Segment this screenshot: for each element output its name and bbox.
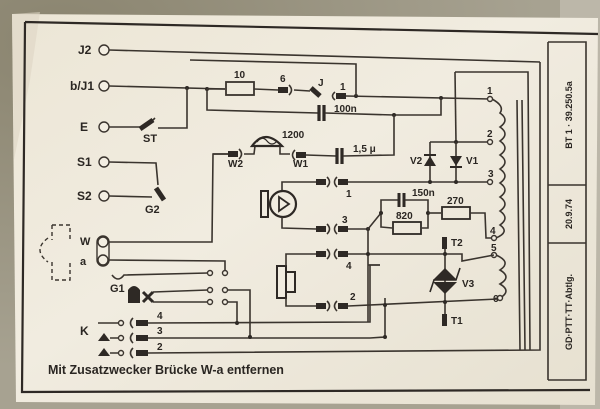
terminal-T2 <box>442 237 447 249</box>
resistor-820: 820 <box>392 211 422 235</box>
K-line-3-label: 3 <box>157 326 163 337</box>
resistor-10: 10 <box>207 70 255 96</box>
switch-G2-label: G2 <box>145 204 160 216</box>
capacitor-100n: 100n <box>317 104 357 121</box>
terminal-W-label: W <box>80 236 91 248</box>
capacitor-1-5u: 1,5 μ <box>335 144 376 164</box>
K-plugs <box>110 317 148 359</box>
T1-label: T1 <box>451 316 463 327</box>
date-label: 20.9.74 <box>564 199 574 229</box>
svg-text:270: 270 <box>447 196 464 207</box>
diode-V2: V2 <box>410 154 436 167</box>
receiver-plug-1-label: 1 <box>346 189 352 200</box>
terminal-S1: S1 <box>77 155 110 169</box>
terminal-E: E <box>80 120 110 134</box>
T2-label: T2 <box>451 238 463 249</box>
svg-text:E: E <box>80 120 88 134</box>
microphone-capsule <box>276 265 296 299</box>
plug-W1-label: W1 <box>293 159 308 170</box>
svg-text:820: 820 <box>396 211 413 222</box>
svg-text:10: 10 <box>234 70 246 81</box>
terminal-J2: J2 <box>78 43 110 57</box>
mic-plug-3-label: 3 <box>342 215 348 226</box>
svg-text:S2: S2 <box>77 189 92 203</box>
K-line-2-label: 2 <box>157 342 163 353</box>
drawing-number: BT 1 · 39.250.5a <box>564 80 574 149</box>
receiver-capsule <box>260 189 298 219</box>
svg-text:1200: 1200 <box>282 130 305 141</box>
svg-text:V2: V2 <box>410 156 423 167</box>
svg-text:S1: S1 <box>77 155 92 169</box>
svg-text:V1: V1 <box>466 156 479 167</box>
svg-text:J2: J2 <box>78 43 92 57</box>
tap-3: 3 <box>488 169 494 180</box>
title-block: BT 1 · 39.250.5a 20.9.74 GD·PTT·TT·Abtlg… <box>547 41 587 381</box>
ringer-1200: 1200 <box>249 130 305 148</box>
resistor-270: 270 <box>441 196 471 220</box>
mic-plug-2-label: 2 <box>350 292 356 303</box>
terminal-bJ1: b/J1 <box>70 79 110 93</box>
plug-6-label: 6 <box>280 74 286 85</box>
switch-ST-label: ST <box>143 133 157 145</box>
svg-text:V3: V3 <box>462 279 475 290</box>
svg-text:150n: 150n <box>412 188 435 199</box>
extra-bell-symbol <box>39 224 71 281</box>
terminal-K-label: K <box>80 324 89 338</box>
switch-J-label: J <box>318 78 324 89</box>
tap-5: 5 <box>491 243 497 254</box>
paper-card <box>12 14 598 405</box>
tap-4: 4 <box>490 226 496 237</box>
varistor-V3: V3 <box>429 267 475 294</box>
plug-1-top-label: 1 <box>340 82 346 93</box>
plug-W2-label: W2 <box>228 159 243 170</box>
mic-plug-4-label: 4 <box>346 261 352 272</box>
transformer: 1 2 3 4 5 6 <box>455 71 531 351</box>
terminal-a-label: a <box>80 256 87 268</box>
K-line-4-label: 4 <box>157 311 163 322</box>
switch-G1-label: G1 <box>110 283 125 295</box>
svg-text:100n: 100n <box>334 104 357 115</box>
svg-text:1,5 μ: 1,5 μ <box>353 144 376 155</box>
footer-note: Mit Zusatzwecker Brücke W-a entfernen <box>48 363 284 377</box>
department-label: GD·PTT·TT·Abtlg. <box>564 274 574 350</box>
diode-V1: V1 <box>450 156 479 168</box>
tap-2: 2 <box>487 129 493 140</box>
capacitor-150n: 150n <box>397 188 435 207</box>
tap-1: 1 <box>487 86 493 97</box>
terminal-S2: S2 <box>77 189 110 203</box>
border-frame <box>20 20 599 394</box>
terminal-T1 <box>442 314 447 326</box>
svg-text:b/J1: b/J1 <box>70 79 94 93</box>
